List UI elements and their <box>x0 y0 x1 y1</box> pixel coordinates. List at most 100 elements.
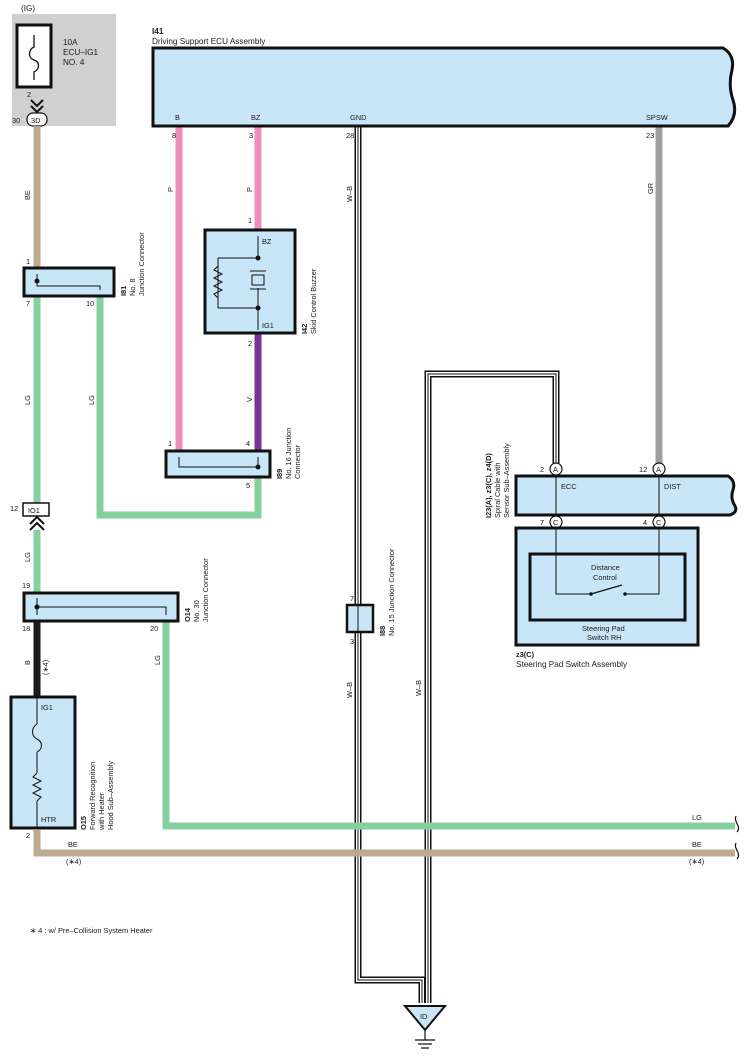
i88-pin-7: 7 <box>350 594 354 603</box>
i81-line1: No. 8 <box>128 278 137 296</box>
spiral-badge-c-left-label: C <box>553 518 559 527</box>
wire-label-lg-left: LG <box>23 395 32 405</box>
i42-name: Skid Control Buzzer <box>309 268 318 334</box>
switch-contact-right <box>623 592 627 596</box>
wire-label-p-b: P <box>166 187 175 192</box>
spiral-ecc-label: ECC <box>561 482 577 491</box>
fuse-name-line1: ECU–IG1 <box>63 48 98 57</box>
wire-label-b: B <box>23 660 32 665</box>
wire-be-bottom <box>33 830 735 857</box>
o14-line1: No. 30 <box>192 600 201 622</box>
heater-icon <box>31 697 43 828</box>
i89-line1: No. 16 Junction <box>284 428 293 479</box>
wire-wb-gnd <box>354 126 426 1003</box>
spiral-pin-12: 12 <box>639 465 647 474</box>
buzzer-icon <box>212 236 266 330</box>
o15-line2: with Heater <box>97 792 106 831</box>
io1-badge <box>22 502 50 517</box>
o14-line2: Junction Connector <box>201 558 210 622</box>
wire-label-p-bz: P <box>245 187 254 192</box>
steering-name: Steering Pad Switch Assembly <box>516 660 628 669</box>
spiral-body <box>514 474 738 517</box>
spiral-codes: I23(A), z3(C), z4(D) <box>484 453 493 518</box>
i42-bottom-pin: 2 <box>248 339 252 348</box>
wire-be-note-right: (∗4) <box>689 857 704 866</box>
i89-line2: Connector <box>293 444 302 479</box>
i89-internal-bus <box>178 457 259 468</box>
ground-label: ID <box>420 1012 427 1021</box>
wire-label-lg-io1: LG <box>23 552 32 562</box>
switch-lever-icon <box>590 584 623 595</box>
wire-label-wb-ecc: W–B <box>414 680 423 696</box>
o15-line1: Forward Recognition <box>88 762 97 830</box>
wire-b-note: (∗4) <box>41 660 50 675</box>
wire-label-be-right: BE <box>692 840 702 849</box>
steering-wire-right <box>626 528 660 595</box>
i88-connector <box>345 603 375 634</box>
wire-lg-right <box>162 621 735 830</box>
wire-wb-ecc <box>424 370 560 1003</box>
switch-label-line1: Distance <box>591 563 620 572</box>
fuse-icon <box>28 35 40 80</box>
o15-htr-label: HTR <box>41 815 56 824</box>
connector-arrow-icon <box>30 99 44 114</box>
i88-pin-3: 3 <box>350 637 354 646</box>
i41-code: I41 <box>152 27 164 36</box>
o14-pin-18: 18 <box>22 624 30 633</box>
wire-label-be-top: BE <box>23 190 32 200</box>
spiral-pin-4: 4 <box>643 518 647 527</box>
i81-pin-10: 10 <box>86 299 94 308</box>
spiral-pin-7: 7 <box>540 518 544 527</box>
wire-label-lg-o14: LG <box>153 655 162 665</box>
i81-pin-7: 7 <box>26 299 30 308</box>
i81-code: I81 <box>119 286 128 296</box>
steering-pad-line2: Switch RH <box>587 633 622 642</box>
i89-pin-5: 5 <box>246 481 250 490</box>
continuation-break-icon <box>734 815 740 860</box>
fuse-name-line2: NO. 4 <box>63 58 85 67</box>
wire-lg-loop <box>96 296 262 519</box>
spiral-dist-label: DIST <box>664 482 681 491</box>
i41-terminal-bz: BZ <box>251 113 261 122</box>
i88-code: I88 <box>378 626 387 636</box>
connector-pin-30: 30 <box>12 116 20 125</box>
spiral-badge-c-right-label: C <box>656 518 662 527</box>
i42-bottom-label: IG1 <box>262 321 274 330</box>
spiral-badge-a-right-label: A <box>656 465 661 474</box>
wire-label-v: V <box>245 397 254 402</box>
i89-pin-1: 1 <box>168 439 172 448</box>
o15-ig1-label: IG1 <box>41 703 53 712</box>
o15-line3: Hood Sub–Assembly <box>106 761 115 830</box>
i88-line1: No. 15 Junction Connector <box>387 548 396 636</box>
o14-code: O14 <box>183 607 192 622</box>
o14-junction-dot <box>34 604 40 610</box>
ground-icon <box>415 1030 435 1049</box>
steering-wire-left <box>555 528 590 595</box>
o15-code: O15 <box>79 816 88 830</box>
i41-pin-3: 3 <box>249 131 253 140</box>
i81-pin-1: 1 <box>26 257 30 266</box>
wire-label-lg-right: LG <box>692 813 702 822</box>
wire-label-wb-bottom: W–B <box>345 682 354 698</box>
fuse-pin: 2 <box>27 90 31 99</box>
spiral-line1: Spiral Cable with <box>493 463 502 518</box>
i42-top-label: BZ <box>262 237 272 246</box>
wire-label-lg-loop: LG <box>87 395 96 405</box>
i42-dot-bottom <box>255 305 261 311</box>
spiral-pin-2: 2 <box>540 465 544 474</box>
i81-line2: Junction Connector <box>137 232 146 296</box>
o15-pin: 2 <box>26 831 30 840</box>
o15-body <box>9 695 77 830</box>
i89-junction-dot <box>255 464 261 470</box>
switch-label-line2: Control <box>593 573 617 582</box>
io1-label: IO1 <box>28 506 40 515</box>
i89-pin-4: 4 <box>246 439 250 448</box>
i81-junction-dot <box>34 278 40 284</box>
wire-label-be-left: BE <box>68 840 78 849</box>
o14-pin-20: 20 <box>150 624 158 633</box>
i42-top-pin: 1 <box>248 216 252 225</box>
wire-be-note-left: (∗4) <box>66 857 81 866</box>
footnote: ∗ 4 : w/ Pre–Collision System Heater <box>30 926 153 935</box>
o14-internal-bus <box>36 598 167 615</box>
steering-pad-line1: Steering Pad <box>582 624 625 633</box>
